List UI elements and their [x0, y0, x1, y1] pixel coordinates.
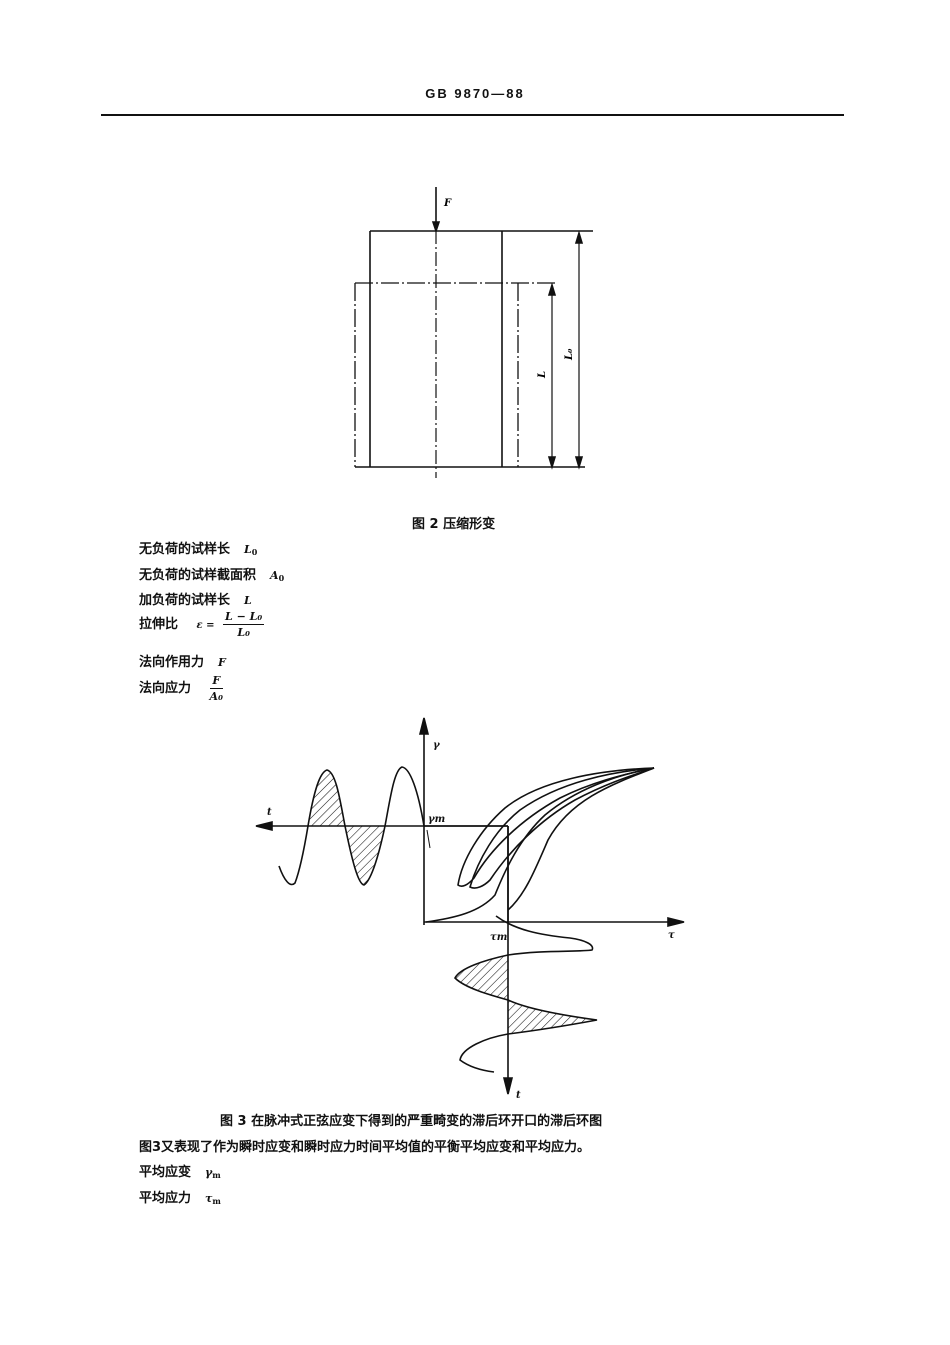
gamma-axis-label: γ	[433, 740, 440, 751]
tau-axis-label: τ	[668, 930, 675, 941]
figure-2-caption: 图 2 压缩形变	[412, 517, 496, 532]
figure-2-compression-diagram: F L L₀	[354, 187, 593, 478]
standard-code-header: GB 9870—88	[425, 86, 525, 101]
force-label: F	[443, 198, 452, 209]
length-label: L	[537, 371, 548, 379]
tau-m-label: τm	[490, 932, 507, 943]
time-axis-left-label: t	[267, 807, 272, 818]
original-length-label: L₀	[564, 348, 575, 361]
time-axis-down-label: t	[516, 1090, 521, 1101]
figure-3-caption: 图 3 在脉冲式正弦应变下得到的严重畸变的滞后环开口的滞后环图	[220, 1114, 603, 1129]
gamma-m-label: γm	[428, 814, 445, 825]
header-rule	[101, 114, 844, 116]
body-paragraph: 图3又表现了作为瞬时应变和瞬时应力时间平均值的平衡平均应变和平均应力。	[139, 1140, 591, 1155]
